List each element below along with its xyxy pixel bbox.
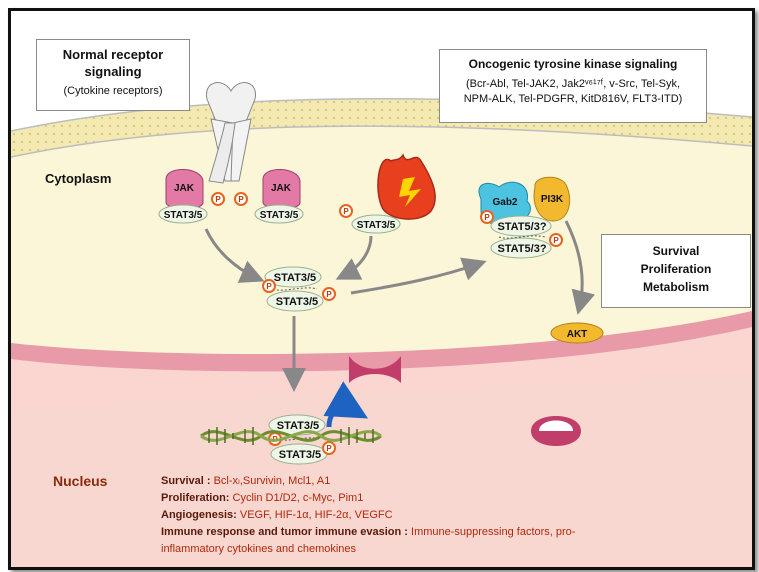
target-survival-value: Bcl-xₗ,Survivin, Mcl1, A1 [213, 475, 331, 487]
normal-receptor-title: Normal receptor signaling [62, 47, 164, 79]
target-angiogenesis-value: VEGF, HIF-1α, HIF-2α, VEGFC [239, 509, 393, 521]
akt-label: AKT [567, 329, 588, 340]
target-immune-cont: inflammatory cytokines and chemokines [161, 541, 721, 558]
stat-cloud-left [158, 204, 208, 224]
outcomes-box: Survival Proliferation Metabolism [601, 234, 751, 308]
oncogenic-line1: (Bcr-Abl, Tel-JAK2, Jak2ᵛ⁶¹⁷ᶠ, v-Src, Te… [465, 78, 681, 90]
oncogenic-line2: NPM-ALK, Tel-PDGFR, KitD816V, FLT3-ITD) [463, 93, 683, 105]
target-proliferation-label: Proliferation: [161, 492, 230, 504]
p-label: P [215, 195, 221, 204]
arrow-dimer-stat53 [350, 257, 487, 295]
oncogenic-box: Oncogenic tyrosine kinase signaling (Bcr… [439, 49, 707, 123]
oncogenic-kinase-shape [377, 153, 436, 220]
pi3k-shape [533, 176, 571, 222]
cytoplasm-label: Cytoplasm [45, 171, 111, 186]
stat-dimer-top [264, 266, 322, 288]
stat-cloud-right [254, 204, 304, 224]
gab2-label: Gab2 [492, 197, 517, 208]
stat53-top-label: STAT5/3? [497, 221, 546, 233]
target-proliferation: Proliferation: Cyclin D1/D2, c-Myc, Pim1 [161, 490, 721, 507]
p-label: P [484, 213, 490, 222]
p-label: P [238, 195, 244, 204]
phospho-6 [480, 210, 494, 224]
outcome-proliferation: Proliferation [640, 262, 712, 276]
outcome-survival: Survival [652, 244, 700, 258]
stat-left-label: STAT3/5 [164, 210, 203, 221]
stat-cloud-onco [351, 214, 401, 234]
target-survival: Survival : Bcl-xₗ,Survivin, Mcl1, A1 [161, 473, 721, 490]
target-survival-label: Survival : [161, 475, 211, 487]
target-immune-value-2: inflammatory cytokines and chemokines [161, 543, 357, 555]
stat-right-label: STAT3/5 [260, 210, 299, 221]
target-angiogenesis: Angiogenesis: VEGF, HIF-1α, HIF-2α, VEGF… [161, 507, 721, 524]
target-immune: Immune response and tumor immune evasion… [161, 524, 721, 541]
normal-receptor-subtitle: (Cytokine receptors) [63, 85, 163, 97]
p-label: P [266, 282, 272, 291]
target-genes-list: Survival : Bcl-xₗ,Survivin, Mcl1, A1 Pro… [161, 473, 721, 558]
outcome-metabolism: Metabolism [642, 280, 709, 294]
nucleus-label: Nucleus [53, 473, 108, 489]
target-proliferation-value: Cyclin D1/D2, c-Myc, Pim1 [232, 492, 364, 504]
phospho-4 [262, 279, 276, 293]
stat-nuclear-bottom-label: STAT3/5 [279, 449, 321, 461]
stat-onco-label: STAT3/5 [357, 220, 396, 231]
dna-helix [200, 427, 382, 445]
phospho-9 [322, 441, 336, 455]
p-label: P [553, 236, 559, 245]
stat53-top [490, 215, 552, 237]
p-label: P [343, 207, 349, 216]
transcription-arrow [323, 381, 369, 428]
jak-left-label: JAK [174, 183, 195, 194]
target-immune-value: Immune-suppressing factors, pro- [411, 526, 576, 538]
jak-right-label: JAK [271, 183, 292, 194]
cytokine-receptor [206, 82, 256, 184]
pi3k-label: PI3K [541, 194, 564, 205]
arrow-pi3k-akt [564, 220, 596, 315]
phospho-5 [322, 287, 336, 301]
stat-dimer-bottom-label: STAT3/5 [276, 296, 318, 308]
arrow-onco-dimer [335, 235, 373, 280]
stat-nuclear-top-label: STAT3/5 [277, 420, 319, 432]
diagram-frame: P P P P P P P P P JAK JAK STA [8, 8, 755, 570]
nuclear-pore [349, 356, 401, 383]
phospho-3 [339, 204, 353, 218]
target-immune-label: Immune response and tumor immune evasion… [161, 526, 408, 538]
phospho-2 [234, 192, 248, 206]
phospho-1 [211, 192, 225, 206]
stat53-bottom-label: STAT5/3? [497, 243, 546, 255]
oncogenic-title: Oncogenic tyrosine kinase signaling [468, 57, 678, 71]
p-label: P [326, 290, 332, 299]
stat-dimer-bottom [266, 290, 324, 312]
normal-receptor-box: Normal receptor signaling (Cytokine rece… [36, 39, 190, 111]
p-label: P [326, 444, 332, 453]
arrow-receptor-dimer [204, 228, 265, 283]
stat53-bottom [490, 237, 552, 259]
target-angiogenesis-label: Angiogenesis: [161, 509, 237, 521]
phospho-7 [549, 233, 563, 247]
stat-dimer-top-label: STAT3/5 [274, 272, 316, 284]
akt-shape [550, 322, 604, 344]
